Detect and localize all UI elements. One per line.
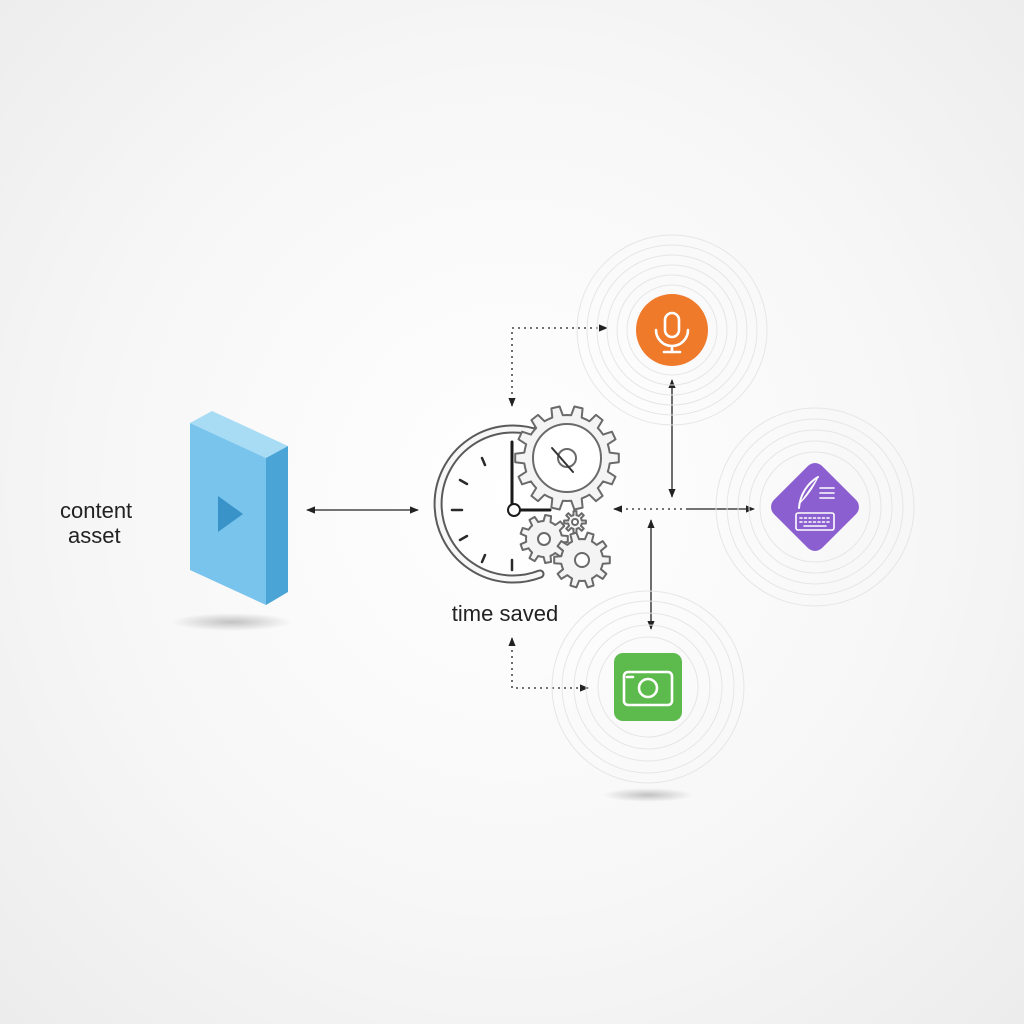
time-saved-label: time saved [451, 601, 559, 626]
text-node[interactable] [715, 407, 915, 607]
time-to-audio-connector [508, 324, 608, 407]
text-ripples [715, 407, 915, 607]
content-asset-node [172, 411, 292, 631]
camera-icon [622, 670, 674, 707]
small-gear-right [553, 531, 611, 589]
image-ripples [551, 590, 745, 784]
content-asset-shadow [172, 613, 292, 631]
image-node[interactable] [551, 590, 745, 802]
audio-ripples [576, 234, 768, 426]
content-asset-label-line1: content [60, 498, 133, 523]
clock-gears-icon [433, 405, 620, 589]
image-node-shadow [603, 788, 693, 802]
gear-hub [574, 552, 590, 568]
quill-keyboard-icon [795, 476, 835, 531]
gear-hub [537, 532, 551, 546]
audio-badge [636, 294, 708, 366]
large-gear [514, 405, 620, 511]
microphone-icon [654, 311, 690, 354]
connectors [306, 324, 755, 692]
video-file-icon [190, 411, 288, 605]
content-asset-label-line2: asset [68, 523, 121, 548]
content-asset-label: content asset [60, 498, 170, 548]
gear-hub [557, 448, 577, 468]
audio-node[interactable] [576, 234, 768, 426]
gear-hub [571, 518, 579, 526]
text-badge [771, 463, 859, 551]
time-to-image-connector [508, 637, 589, 692]
tiny-gear [563, 510, 587, 534]
clock-center [507, 503, 521, 517]
